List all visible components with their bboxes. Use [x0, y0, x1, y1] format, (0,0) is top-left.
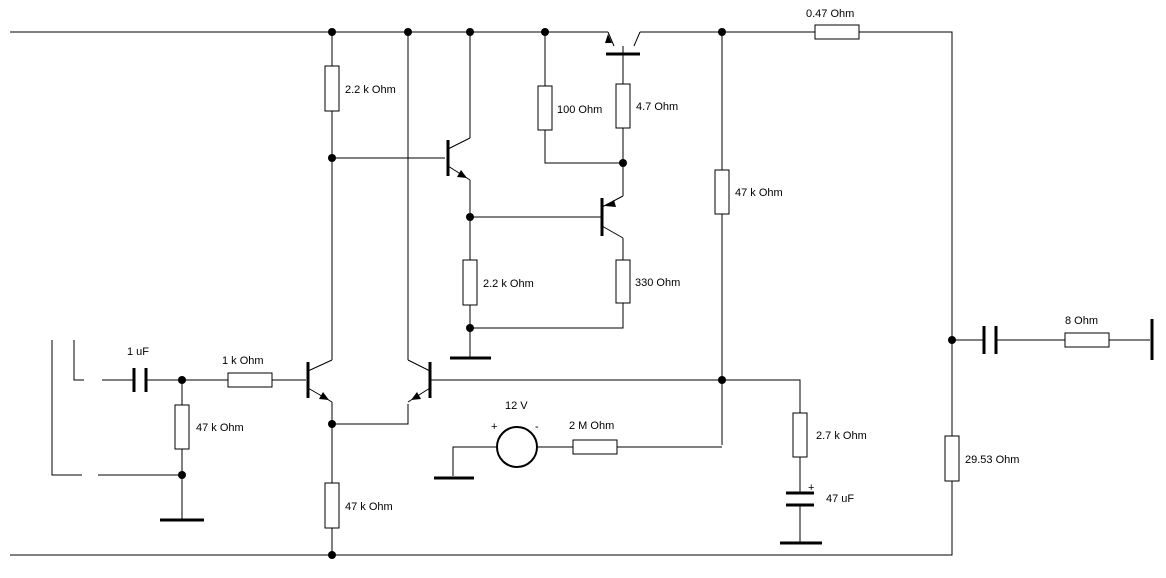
label-cap-plus: + [808, 482, 814, 494]
label-r-100: 100 Ohm [557, 104, 602, 116]
label-r-330: 330 Ohm [635, 277, 680, 289]
resistor-2M [572, 439, 618, 455]
resistor-8-ohm-load [1064, 332, 1110, 348]
label-r-tail: 47 k Ohm [345, 501, 393, 513]
label-c-in: 1 uF [127, 346, 149, 358]
wires [10, 31, 1150, 556]
label-src-minus: - [535, 421, 539, 433]
resistor-330-ohm [615, 259, 631, 304]
ground-bars [160, 319, 1154, 545]
resistor-47k-feedback [714, 169, 730, 215]
label-r-2m: 2 M Ohm [569, 420, 614, 432]
label-r-2953: 29.53 Ohm [965, 454, 1019, 466]
transistor-q1-input [306, 359, 333, 403]
label-r-bias: 47 k Ohm [196, 422, 244, 434]
resistor-2.2k-mid [462, 259, 478, 306]
capacitor-1uf [132, 368, 148, 392]
transistor-q3-driver [446, 137, 471, 181]
label-r-in: 1 k Ohm [222, 355, 264, 367]
label-r-top: 2.2 k Ohm [345, 84, 396, 96]
label-r-27: 2.7 k Ohm [816, 430, 867, 442]
resistor-29.53-ohm [944, 435, 960, 482]
label-r-fb: 47 k Ohm [735, 187, 783, 199]
label-r-load: 8 Ohm [1065, 315, 1098, 327]
label-src-plus: + [491, 421, 497, 433]
label-r-out: 0.47 Ohm [806, 8, 854, 20]
voltage-source-12v [496, 426, 538, 468]
label-r-mid: 2.2 k Ohm [483, 278, 534, 290]
resistor-0.47-ohm [814, 24, 860, 40]
resistor-47k-tail [324, 482, 340, 529]
transistor-q2-feedback [407, 359, 432, 403]
resistor-1k-input [227, 372, 273, 388]
resistor-4.7-ohm [615, 83, 631, 129]
junction-dots [178, 28, 956, 559]
label-v-src: 12 V [505, 400, 528, 412]
resistor-47k-bias [174, 404, 190, 450]
transistor-q4-bias [600, 195, 624, 239]
resistor-2.2k-top [324, 65, 340, 112]
capacitor-output [982, 326, 998, 354]
label-c-47: 47 uF [826, 493, 854, 505]
resistor-2.7k [792, 412, 808, 458]
transistor-q5-output [605, 31, 641, 56]
resistor-100-ohm [537, 85, 553, 131]
capacitor-47uf [786, 491, 814, 543]
label-r-4-7: 4.7 Ohm [636, 101, 678, 113]
